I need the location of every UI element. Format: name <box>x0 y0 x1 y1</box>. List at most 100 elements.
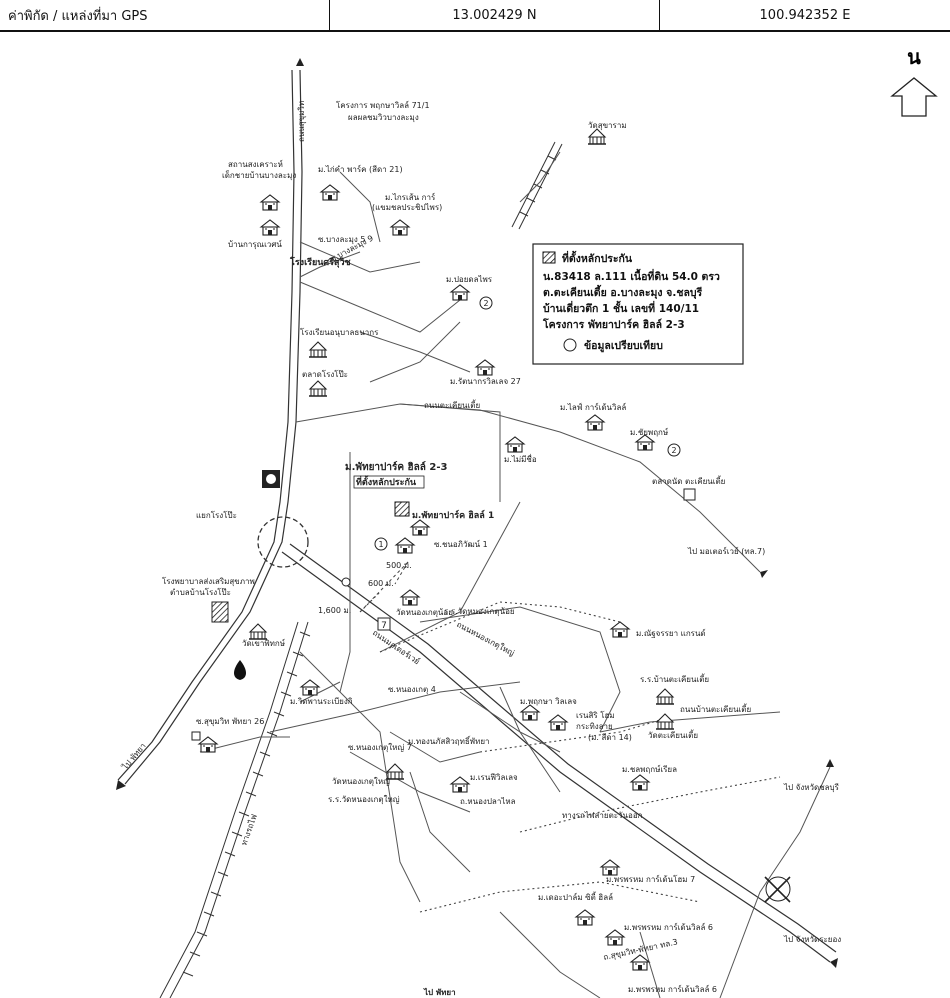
svg-text:ซ.หนองเกตุใหญ่ 7: ซ.หนองเกตุใหญ่ 7 <box>348 743 412 752</box>
gps-header: ค่าพิกัด / แหล่งที่มา GPS 13.002429 N 10… <box>0 0 950 32</box>
house-icon <box>605 929 625 946</box>
svg-text:วัดเขาพิทกษ์: วัดเขาพิทกษ์ <box>242 638 285 648</box>
store-icon <box>377 617 391 631</box>
compare-markers: 2 2 1 <box>374 296 681 551</box>
svg-text:วัดหนองเกตุน้อย: วัดหนองเกตุน้อย <box>396 608 453 617</box>
svg-text:1,600 ม.: 1,600 ม. <box>318 606 351 615</box>
svg-text:ม.เรนฟีวิลเลจ: ม.เรนฟีวิลเลจ <box>470 773 518 782</box>
market-square-icon <box>683 488 696 501</box>
svg-text:ผลผลชมวิวบางละมุง: ผลผลชมวิวบางละมุง <box>348 113 419 122</box>
svg-text:ร.ร.วัดหนองเกตุน้อย: ร.ร.วัดหนองเกตุน้อย <box>444 607 515 616</box>
subject-sub: ที่ตั้งหลักประกัน <box>356 475 417 488</box>
svg-text:ม.พฤกษา วิลเลจ: ม.พฤกษา วิลเลจ <box>520 697 577 706</box>
svg-text:โรงเรียนศรีสุวิช: โรงเรียนศรีสุวิช <box>289 256 351 268</box>
svg-text:ม.พรพรหม การ์เด้นวิลล์ 6: ม.พรพรหม การ์เด้นวิลล์ 6 <box>628 984 717 994</box>
legend-line1: น.83418 ล.111 เนื้อที่ดิน 54.0 ตรว <box>543 268 720 283</box>
svg-text:500 ม.: 500 ม. <box>386 561 412 570</box>
gps-label: ค่าพิกัด / แหล่งที่มา GPS <box>0 0 330 30</box>
house-icon <box>548 714 568 731</box>
north-letter: น <box>907 45 921 69</box>
svg-text:ซ.ชนอภิวัฒน์ 1: ซ.ชนอภิวัฒน์ 1 <box>434 539 488 549</box>
svg-text:ม.วิดพานระเบียงกิ: ม.วิดพานระเบียงกิ <box>290 697 353 706</box>
svg-text:เด็กชายบ้านบางละมุง: เด็กชายบ้านบางละมุง <box>222 170 296 180</box>
house-icon <box>610 621 630 638</box>
subject-property-marker[interactable] <box>394 501 410 517</box>
svg-text:ม.ไม่มีชื่อ: ม.ไม่มีชื่อ <box>504 453 537 464</box>
svg-text:ม.พรพรหม การ์เด้นวิลล์ 6: ม.พรพรหม การ์เด้นวิลล์ 6 <box>624 922 713 932</box>
svg-text:600 ม.: 600 ม. <box>368 579 394 588</box>
market-icon-center <box>266 474 276 484</box>
legend-line2: ต.ตะเคียนเตี้ย อ.บางละมุง จ.ชลบุรี <box>543 284 703 300</box>
latitude-value: 13.002429 N <box>330 0 660 30</box>
svg-text:ไป จังหวัดชลบุรี: ไป จังหวัดชลบุรี <box>783 783 840 792</box>
svg-text:ถนนตะเคียนเตี้ย: ถนนตะเคียนเตี้ย <box>424 399 480 410</box>
svg-text:2: 2 <box>483 299 488 308</box>
svg-text:แยกโรงโป๊ะ: แยกโรงโป๊ะ <box>196 510 237 520</box>
svg-text:สถานสงเคราะห์: สถานสงเคราะห์ <box>228 159 283 169</box>
house-icon <box>635 434 655 451</box>
house-icon <box>600 859 620 876</box>
house-icon <box>585 414 605 431</box>
house-icon <box>400 589 420 606</box>
svg-text:ถนนมอเตอร์เวย์: ถนนมอเตอร์เวย์ <box>371 627 422 666</box>
roundabout <box>257 516 309 568</box>
legend-title: ที่ตั้งหลักประกัน <box>562 250 633 265</box>
svg-text:ถ.หนองปลาไหล: ถ.หนองปลาไหล <box>460 797 516 806</box>
house-icon <box>630 774 650 791</box>
longitude-value: 100.942352 E <box>759 7 851 23</box>
house-icon <box>575 909 595 926</box>
svg-text:ทางรถไฟ: ทางรถไฟ <box>239 813 259 847</box>
temple-icon <box>308 341 328 358</box>
intersection-icon <box>764 876 791 903</box>
svg-text:(ม. สีดา 14): (ม. สีดา 14) <box>588 733 632 742</box>
minor-roads <box>199 151 831 998</box>
circle-outline-icon <box>563 338 577 352</box>
svg-text:ถนนหนองเกตุใหญ่: ถนนหนองเกตุใหญ่ <box>455 620 516 658</box>
svg-text:ถนนสุขุมวิท: ถนนสุขุมวิท <box>297 101 306 142</box>
house-icon <box>390 219 410 236</box>
house-icon <box>260 219 280 236</box>
svg-text:ตำบลบ้านโรงโป๊ะ: ตำบลบ้านโรงโป๊ะ <box>170 587 231 597</box>
svg-text:ไป จังหวัดระยอง: ไป จังหวัดระยอง <box>783 935 841 944</box>
svg-text:โรงเรียนอนุบาลธนากร: โรงเรียนอนุบาลธนากร <box>300 327 379 337</box>
house-icon <box>395 537 415 554</box>
svg-text:ไป พัทยา: ไป พัทยา <box>120 741 148 772</box>
svg-text:วัดตะเคียนเตี้ย: วัดตะเคียนเตี้ย <box>648 729 698 740</box>
svg-text:โรงพยาบาลส่งเสริมสุขภาพ: โรงพยาบาลส่งเสริมสุขภาพ <box>162 576 255 586</box>
legend-compare: ข้อมูลเปรียบเทียบ <box>584 339 663 353</box>
house-icon <box>520 704 540 721</box>
svg-text:ม.เดอะปาล์ม ซิตี้ ฮิลล์: ม.เดอะปาล์ม ซิตี้ ฮิลล์ <box>538 891 613 902</box>
legend-box: ที่ตั้งหลักประกัน น.83418 ล.111 เนื้อที่… <box>532 243 744 365</box>
north-arrow-icon: น <box>890 45 938 117</box>
location-map[interactable]: น <box>0 32 950 998</box>
house-icon <box>410 519 430 536</box>
subject-sub-box <box>353 475 425 489</box>
temple-icon <box>587 128 607 145</box>
house-icon <box>450 284 470 301</box>
route-arrow-icons <box>116 58 838 968</box>
svg-text:ม.รัตนากรวิลเลจ 27: ม.รัตนากรวิลเลจ 27 <box>450 377 521 386</box>
svg-text:โครงการ พฤกษาวิลล์ 71/1: โครงการ พฤกษาวิลล์ 71/1 <box>336 100 430 110</box>
svg-text:ซ.บางละมุง 5: ซ.บางละมุง 5 <box>318 235 365 244</box>
house-icon <box>300 679 320 696</box>
svg-text:ม.พรพรหม การ์เด้นโฮม 7: ม.พรพรหม การ์เด้นโฮม 7 <box>606 874 695 884</box>
svg-text:ซ.สุขุมวิท พัทยา 26: ซ.สุขุมวิท พัทยา 26 <box>196 717 264 726</box>
svg-text:ม.ทองนภัสสิวฤทธิ์พัทยา: ม.ทองนภัสสิวฤทธิ์พัทยา <box>408 735 490 746</box>
svg-text:ร.ร.วัดหนองเกตุใหญ่: ร.ร.วัดหนองเกตุใหญ่ <box>328 795 400 804</box>
railway-north <box>511 141 563 230</box>
landmark-icon <box>341 577 351 587</box>
svg-text:ม.ไก่คำ พาร์ค (สีดา 21): ม.ไก่คำ พาร์ค (สีดา 21) <box>318 164 403 174</box>
gas-station-icon <box>234 660 246 680</box>
svg-text:ม.พัทยาปาร์ค ฮิลล์ 1: ม.พัทยาปาร์ค ฮิลล์ 1 <box>412 509 494 521</box>
house-icon <box>475 359 495 376</box>
svg-text:ม.ชลพฤกษ์เรียล: ม.ชลพฤกษ์เรียล <box>622 764 677 774</box>
sukhumvit-road <box>117 69 303 785</box>
svg-text:ถนนบ้านตะเคียนเตี้ย: ถนนบ้านตะเคียนเตี้ย <box>680 703 751 714</box>
distance-labels: 500 ม. 600 ม. 1,600 ม. <box>318 561 412 615</box>
svg-text:ม.ปอยดลไพร: ม.ปอยดลไพร <box>446 275 493 284</box>
svg-text:กระทิงลาย: กระทิงลาย <box>576 722 613 731</box>
svg-text:ร.ร.บ้านตะเคียนเตี้ย: ร.ร.บ้านตะเคียนเตี้ย <box>640 673 709 684</box>
house-icon <box>630 954 650 971</box>
svg-text:(แขมชลประชิปไพร): (แขมชลประชิปไพร) <box>372 203 442 212</box>
svg-text:ม.ชัยพฤกษ์: ม.ชัยพฤกษ์ <box>630 427 668 437</box>
